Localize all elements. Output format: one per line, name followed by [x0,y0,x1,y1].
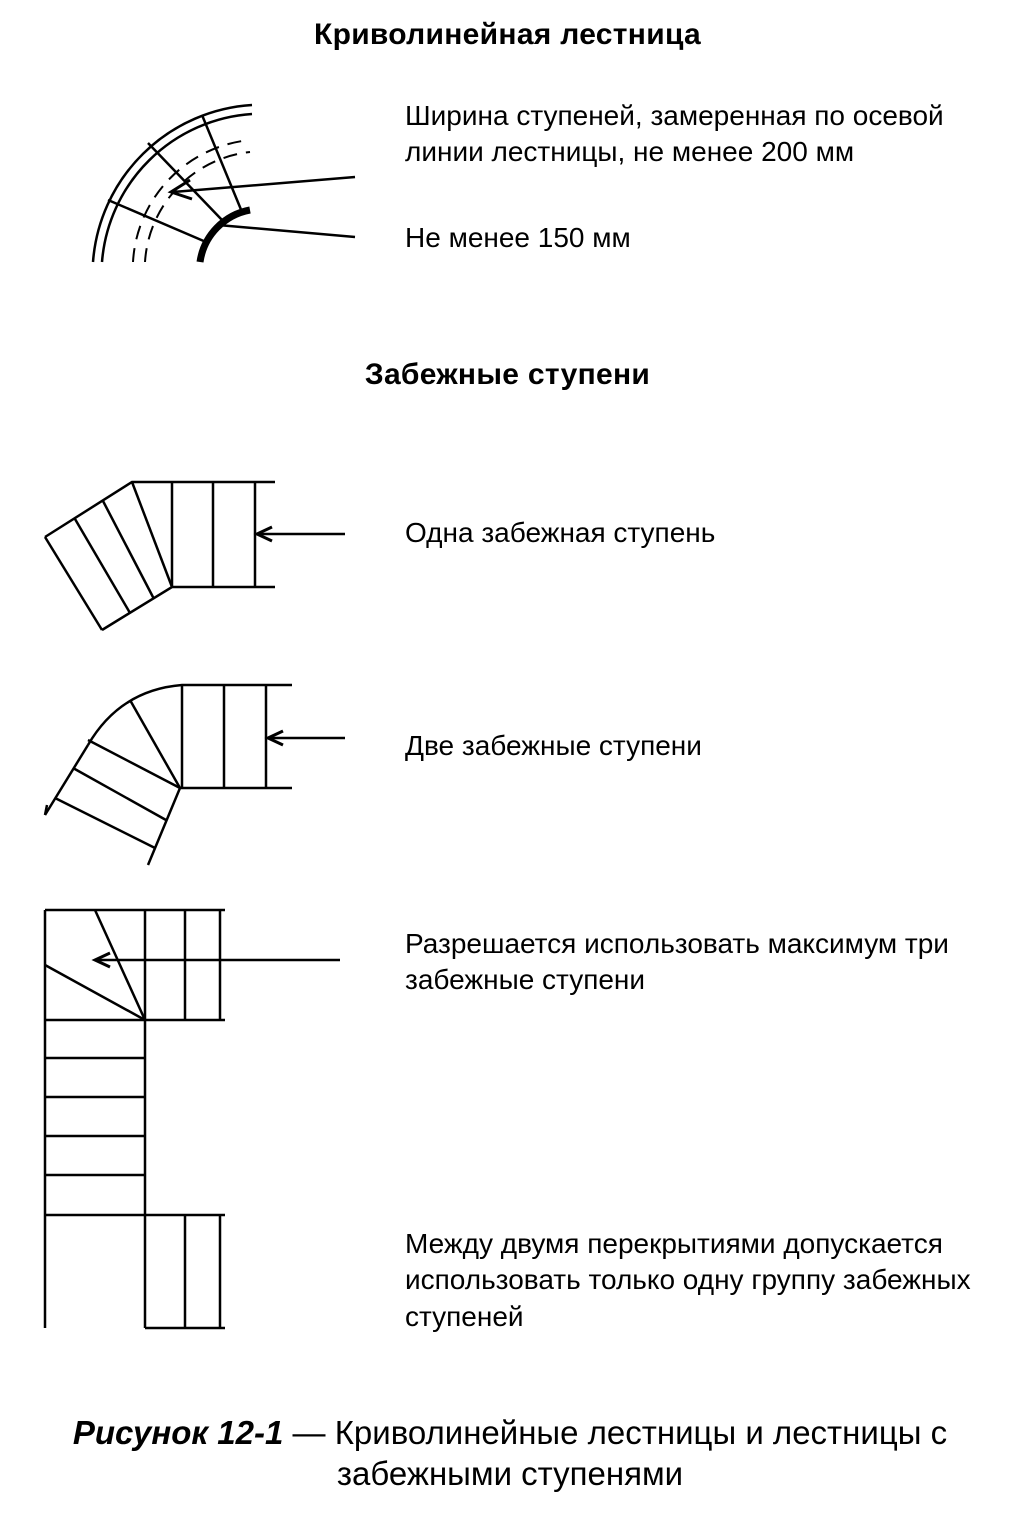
winder-tread-3 [93,909,147,1021]
arrowhead-width [167,178,193,201]
winder-steps-title: Забежные ступени [364,358,651,391]
one-winder-tread-1 [73,518,132,614]
tread-line-1 [200,114,244,213]
note-one-winder: Одна забежная ступень [405,517,716,548]
figure-caption-dash: — [283,1414,335,1451]
three-winder-diagram [43,908,340,1330]
curved-stair-title: Криволинейная лестница [313,18,702,51]
two-winder-outer-arc [86,683,292,746]
one-winder-tread-2 [101,500,156,600]
two-winder-outer-flight [43,744,90,816]
two-winder-tread-4 [128,699,182,789]
two-winder-arrowhead [264,729,284,747]
figure-caption-label: Рисунок 12-1 [72,1414,284,1451]
note-min-150: Не менее 150 мм [405,222,631,253]
one-winder-arrowhead [253,525,273,543]
note-one-group: Между двумя перекрытиями допускается исп… [405,1228,971,1332]
outer-arc-inner-line [100,112,253,263]
outer-arc [91,103,253,263]
one-winder-diagram [43,480,345,632]
three-winder-arrowhead [91,951,111,969]
two-winder-diagram [43,683,345,866]
note-tread-width: Ширина ступеней, замеренная по осевой ли… [405,100,944,168]
one-winder-outer-flight [43,536,104,631]
one-winder-tread-3 [130,481,174,588]
two-winder-inner [146,786,292,866]
two-winder-tread-3 [87,738,181,790]
figure-caption-text: Криволинейные лестницы и лестницы с забе… [334,1414,948,1493]
centerline-arc-2 [144,151,251,263]
centerline-arc [132,139,251,263]
note-two-winders: Две забежные ступени [405,730,702,761]
two-winder-tread-1 [54,796,156,850]
winder-tread-2 [44,963,146,1022]
tread-line-3 [107,198,207,244]
note-three-winders-max: Разрешается использовать максимум три за… [405,928,949,996]
leader-width [172,175,356,194]
two-winder-tread-2 [72,766,167,822]
two-winder-outer-flight-2 [43,804,49,816]
figure-caption: Рисунок 12-1 — Криволинейные лестницы и … [30,1412,990,1495]
inner-string-arc [196,206,251,263]
leader-min [217,223,356,239]
curved-stair-diagram [91,103,356,263]
